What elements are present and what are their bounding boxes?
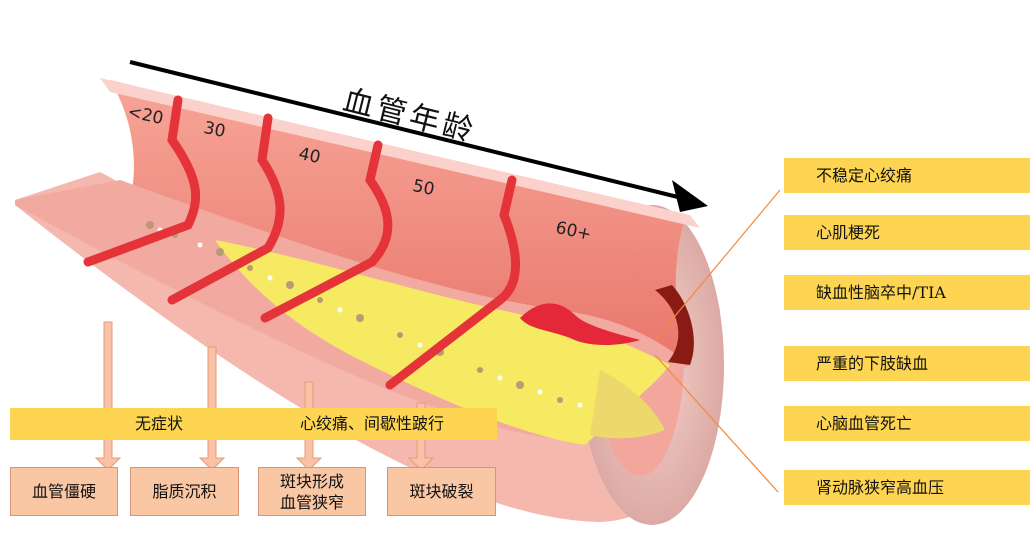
outcome-unstable-angina: 不稳定心绞痛: [784, 158, 1030, 193]
outcome-myocardial-infarction: 心肌梗死: [784, 215, 1030, 250]
stage-vessel-stiffness: 血管僵硬: [10, 467, 118, 516]
age-label-50: 50: [410, 176, 437, 201]
age-label-30: 30: [201, 118, 228, 143]
outcome-ischemic-stroke-tia: 缺血性脑卒中/TIA: [784, 275, 1030, 310]
lipid-deposits: [146, 221, 563, 403]
age-arrowhead-icon: [672, 180, 708, 212]
symptom-asymptomatic: 无症状: [135, 414, 184, 433]
age-arrow-line: [129, 60, 691, 202]
stage-lipid-deposition: 脂质沉积: [130, 467, 239, 516]
symptom-angina-claudication: 心绞痛、间歇性跛行: [300, 414, 445, 433]
connector-line-top: [654, 189, 781, 341]
stage-plaque-rupture: 斑块破裂: [387, 467, 496, 516]
outcome-cardiovascular-death: 心脑血管死亡: [784, 406, 1030, 441]
stage-plaque-stenosis: 斑块形成 血管狭窄: [258, 467, 366, 516]
segment-cut-lines: [83, 95, 520, 390]
plaque-highlight: [590, 370, 665, 439]
ruptured-plaque-clot: [520, 303, 640, 345]
vessel-inner-wall: [110, 80, 690, 362]
connector-line-bottom: [654, 354, 779, 493]
vessel-top-rim: [100, 78, 700, 228]
white-particles: [157, 227, 583, 408]
outcome-renal-artery-stenosis-hypertension: 肾动脉狭窄高血压: [784, 470, 1030, 505]
symptom-bar: [10, 408, 497, 440]
age-label-40: 40: [296, 144, 323, 169]
outcome-critical-limb-ischemia: 严重的下肢缺血: [784, 346, 1030, 381]
